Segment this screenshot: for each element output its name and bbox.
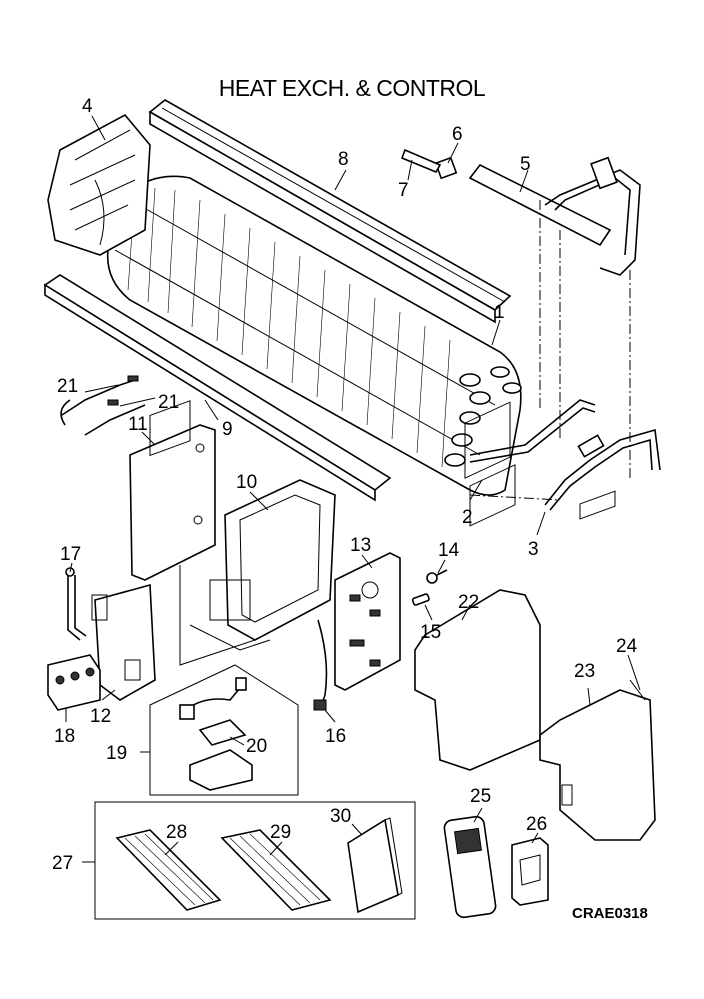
callout-12: 12 [90,706,111,727]
part-14-thermistor [426,569,448,584]
part-3-pipe [544,428,661,511]
callout-29: 29 [270,822,291,843]
part-7-flare-fitting [400,148,442,174]
part-16-lead-wire [313,619,328,711]
part-8-top-rail [148,99,512,324]
callout-10: 10 [236,472,257,493]
part-19-group [149,664,299,796]
part-10-control-box [179,479,336,666]
part-2-pipe [469,399,596,463]
part-28-filter [115,829,222,911]
part-27-group [94,801,416,920]
part-22-control-cover [414,401,541,771]
part-12-bracket [91,583,156,701]
tube-bends [444,366,522,467]
part-17-ground-wire [65,567,87,641]
callout-9: 9 [222,419,233,440]
part-30-manual [347,817,403,914]
callout-18: 18 [54,726,75,747]
part-25-remote-control [443,815,497,919]
callout-1: 1 [494,302,505,323]
callout-4: 4 [82,96,93,117]
drawing-code: CRAE0318 [572,905,648,922]
part-26-remote-holder [511,837,549,906]
callout-8: 8 [338,149,349,170]
callout-5: 5 [520,154,531,175]
leader-lines [65,115,641,863]
part-5-insulation-pipe [468,156,641,276]
part-6-nut [434,156,458,180]
part-4-end-plate [47,113,151,256]
callout-27: 27 [52,853,73,874]
part-13-pcb [334,552,401,691]
part-9-lower-rail [43,274,392,502]
callout-22: 22 [458,592,479,613]
callout-23: 23 [574,661,595,682]
callout-28: 28 [166,822,187,843]
part-11-panel [129,400,216,581]
callout-14: 14 [438,540,460,561]
callout-13: 13 [350,535,371,556]
callout-30: 30 [330,806,351,827]
callout-26: 26 [526,814,547,835]
part-1-heat-exchanger [106,175,522,496]
callout-15: 15 [420,622,441,643]
callout-labels: 4 8 6 7 5 1 21 21 11 9 10 2 3 13 14 17 2… [52,96,648,922]
part-23-terminal-cover [539,490,656,841]
callout-16: 16 [325,726,346,747]
callout-19: 19 [106,743,127,764]
callout-21b: 21 [158,392,179,413]
callout-3: 3 [528,539,539,560]
part-29-filter [220,829,332,911]
coil-fins [127,187,451,468]
part-18-terminal-block [47,654,101,711]
callout-21a: 21 [57,376,78,397]
callout-6: 6 [452,124,463,145]
callout-24: 24 [616,636,638,657]
part-15-fuse [411,593,430,606]
part-24-cover-plate [629,679,646,701]
callout-11: 11 [128,414,148,435]
callout-17: 17 [60,544,81,565]
diagram-title: HEAT EXCH. & CONTROL [219,75,486,101]
part-21-sensors [60,375,146,436]
callout-20: 20 [246,736,267,757]
callout-25: 25 [470,786,491,807]
callout-7: 7 [398,180,409,201]
callout-2: 2 [462,507,473,528]
